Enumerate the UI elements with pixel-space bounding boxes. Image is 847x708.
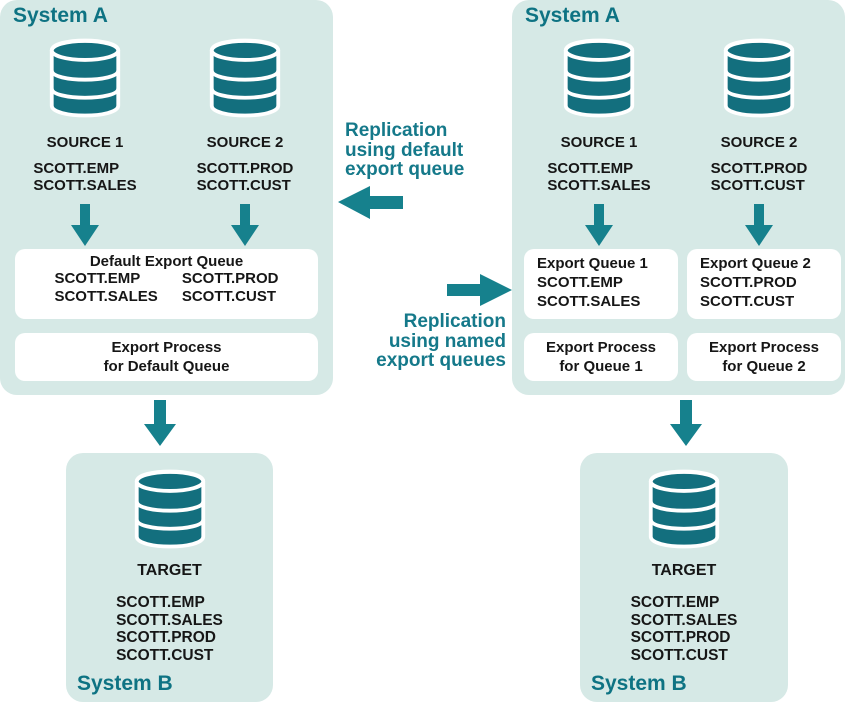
source-name: SOURCE 2 bbox=[206, 134, 284, 151]
label-line: Replication bbox=[403, 311, 506, 332]
table-name: SCOTT.EMP bbox=[547, 160, 634, 177]
left-source-2-group: SOURCE 2 SCOTT.PROD SCOTT.CUST bbox=[170, 36, 320, 246]
arrow-down-icon bbox=[585, 204, 613, 246]
right-system-b-title: System B bbox=[591, 672, 687, 695]
label-line: using default bbox=[345, 139, 464, 161]
target-group: TARGET SCOTT.EMP SCOTT.SALES SCOTT.PROD … bbox=[580, 467, 788, 664]
replication-default-label: Replication using default export queue bbox=[345, 121, 464, 180]
table-name: SCOTT.SALES bbox=[547, 177, 651, 194]
left-system-b-panel: TARGET SCOTT.EMP SCOTT.SALES SCOTT.PROD … bbox=[66, 453, 273, 702]
left-source-1-group: SOURCE 1 SCOTT.EMP SCOTT.SALES bbox=[10, 36, 160, 246]
right-system-a-title: System A bbox=[525, 4, 620, 27]
queue-column: SCOTT.PROD SCOTT.CUST bbox=[182, 270, 279, 306]
database-icon bbox=[723, 38, 795, 118]
right-system-b-panel: TARGET SCOTT.EMP SCOTT.SALES SCOTT.PROD … bbox=[580, 453, 788, 702]
arrow-right-icon bbox=[447, 274, 512, 306]
target-tables: SCOTT.EMP SCOTT.SALES SCOTT.PROD SCOTT.C… bbox=[116, 594, 223, 664]
target-name: TARGET bbox=[137, 562, 202, 579]
queue-title: Default Export Queue bbox=[89, 253, 244, 270]
process-line: for Queue 2 bbox=[722, 358, 806, 375]
table-name: SCOTT.SALES bbox=[630, 611, 738, 629]
default-export-queue-box: Default Export Queue SCOTT.EMP SCOTT.SAL… bbox=[15, 249, 318, 319]
table-name: SCOTT.SALES bbox=[33, 177, 137, 194]
database-icon bbox=[49, 38, 121, 118]
process-line: Export Process bbox=[708, 339, 820, 356]
target-name: TARGET bbox=[651, 562, 717, 579]
table-name: SCOTT.EMP bbox=[116, 594, 205, 611]
table-name: SCOTT.CUST bbox=[116, 646, 214, 664]
table-name: SCOTT.CUST bbox=[710, 177, 805, 194]
table-name: SCOTT.CUST bbox=[181, 288, 276, 305]
queue-column: SCOTT.EMP SCOTT.SALES bbox=[54, 270, 157, 306]
table-name: SCOTT.EMP bbox=[54, 270, 141, 287]
right-source-1-group: SOURCE 1 SCOTT.EMP SCOTT.SALES bbox=[524, 36, 674, 246]
source-name: SOURCE 1 bbox=[46, 134, 124, 151]
process-line: Export Process bbox=[545, 339, 657, 356]
table-name: SCOTT.PROD bbox=[630, 629, 731, 646]
process-line: Export Process bbox=[111, 339, 222, 356]
database-icon bbox=[209, 38, 281, 118]
export-process-2-box: Export Process for Queue 2 bbox=[687, 333, 841, 381]
arrow-down-icon bbox=[144, 400, 176, 446]
table-name: SCOTT.SALES bbox=[537, 293, 641, 310]
table-name: SCOTT.PROD bbox=[196, 160, 294, 177]
table-name: SCOTT.CUST bbox=[630, 646, 728, 664]
source-tables: SCOTT.PROD SCOTT.CUST bbox=[197, 160, 294, 194]
arrow-left-icon bbox=[338, 186, 403, 219]
process-line: for Queue 1 bbox=[559, 358, 643, 375]
target-group: TARGET SCOTT.EMP SCOTT.SALES SCOTT.PROD … bbox=[66, 467, 273, 664]
replication-named-label: Replication using named export queues bbox=[338, 312, 506, 371]
source-tables: SCOTT.EMP SCOTT.SALES bbox=[33, 160, 136, 194]
source-name: SOURCE 2 bbox=[720, 134, 798, 151]
target-tables: SCOTT.EMP SCOTT.SALES SCOTT.PROD SCOTT.C… bbox=[631, 594, 738, 664]
table-name: SCOTT.SALES bbox=[116, 611, 223, 629]
queue-tables: SCOTT.EMP SCOTT.SALES SCOTT.PROD SCOTT.C… bbox=[15, 270, 318, 306]
left-system-a-panel: System A SOURCE 1 SCOTT.EMP SCOTT.SALES bbox=[0, 0, 333, 395]
arrow-down-icon bbox=[231, 204, 259, 246]
right-system-a-panel: System A SOURCE 1 SCOTT.EMP SCOTT.SALES bbox=[512, 0, 845, 395]
table-name: SCOTT.CUST bbox=[196, 177, 291, 194]
table-name: SCOTT.PROD bbox=[710, 160, 808, 177]
label-line: export queues bbox=[376, 350, 506, 371]
queue-title: Export Queue 2 bbox=[700, 255, 811, 272]
table-name: SCOTT.EMP bbox=[537, 274, 623, 291]
left-system-b-title: System B bbox=[77, 672, 173, 695]
label-line: using named bbox=[388, 330, 506, 352]
table-name: SCOTT.PROD bbox=[181, 270, 279, 287]
source-tables: SCOTT.EMP SCOTT.SALES bbox=[547, 160, 650, 194]
export-process-box: Export Process for Default Queue bbox=[15, 333, 318, 381]
source-tables: SCOTT.PROD SCOTT.CUST bbox=[711, 160, 808, 194]
table-name: SCOTT.PROD bbox=[700, 274, 797, 291]
process-line: for Default Queue bbox=[103, 358, 230, 375]
table-name: SCOTT.EMP bbox=[630, 594, 720, 611]
arrow-down-icon bbox=[71, 204, 99, 246]
queue-title: Export Queue 1 bbox=[537, 255, 648, 272]
export-queue-1-box: Export Queue 1 SCOTT.EMP SCOTT.SALES bbox=[524, 249, 678, 319]
label-line: Replication bbox=[345, 120, 448, 141]
table-name: SCOTT.PROD bbox=[116, 629, 216, 646]
table-name: SCOTT.CUST bbox=[700, 293, 795, 310]
export-process-1-box: Export Process for Queue 1 bbox=[524, 333, 678, 381]
arrow-down-icon bbox=[670, 400, 702, 446]
arrow-down-icon bbox=[745, 204, 773, 246]
label-line: export queue bbox=[345, 159, 465, 180]
database-icon bbox=[134, 469, 205, 549]
export-queue-2-box: Export Queue 2 SCOTT.PROD SCOTT.CUST bbox=[687, 249, 841, 319]
right-source-2-group: SOURCE 2 SCOTT.PROD SCOTT.CUST bbox=[684, 36, 834, 246]
table-name: SCOTT.SALES bbox=[54, 288, 158, 305]
table-name: SCOTT.EMP bbox=[33, 160, 120, 177]
left-system-a-title: System A bbox=[13, 4, 108, 27]
database-icon bbox=[648, 469, 720, 549]
database-icon bbox=[563, 38, 635, 118]
source-name: SOURCE 1 bbox=[560, 134, 638, 151]
